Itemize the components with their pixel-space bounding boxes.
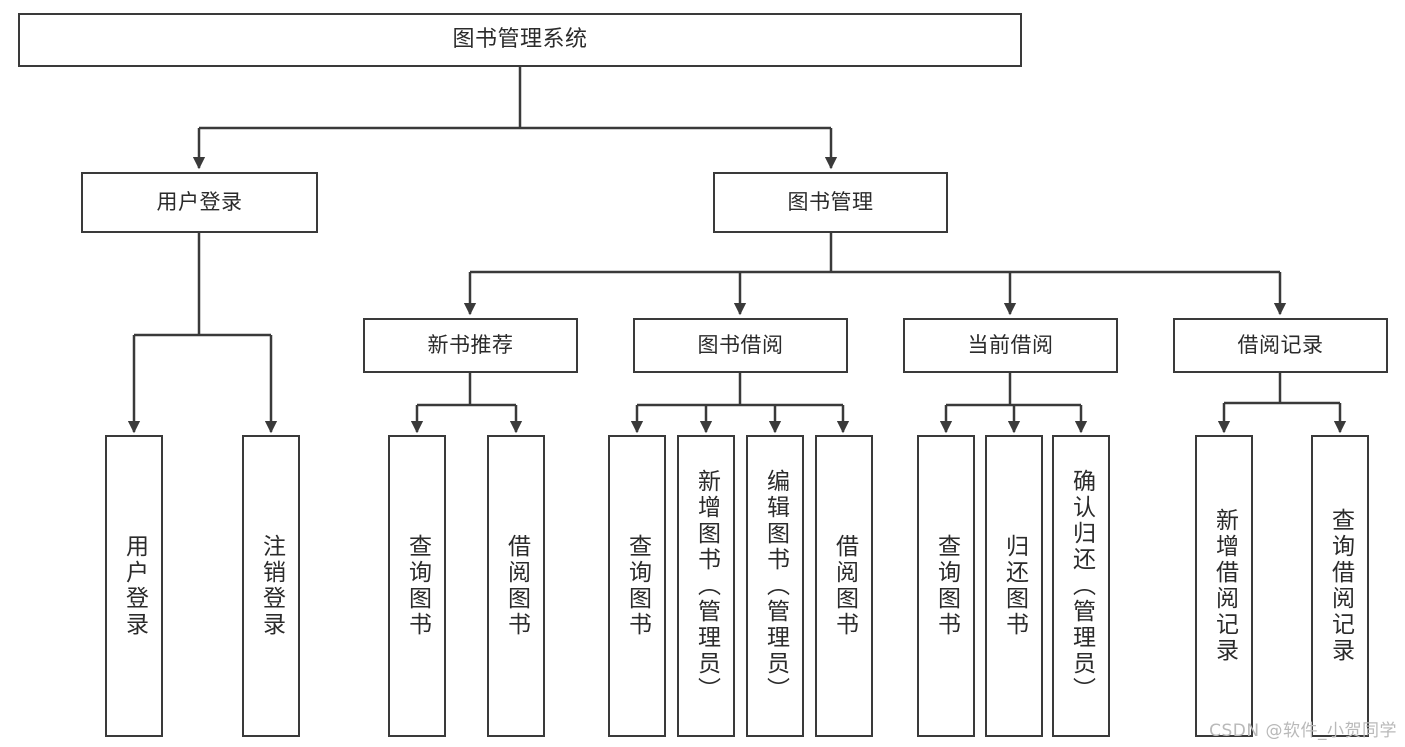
- node-borrow-record-label: 借阅记录: [1237, 333, 1324, 358]
- node-current-borrow[interactable]: 当前借阅: [903, 318, 1118, 373]
- node-user-login[interactable]: 用户登录: [81, 172, 318, 233]
- node-edit-book-label: 编辑图书（管理员）: [762, 469, 789, 703]
- node-logout[interactable]: 注销登录: [242, 435, 300, 737]
- node-add-borrow-record-label: 新增借阅记录: [1211, 508, 1238, 664]
- node-confirm-return-label: 确认归还（管理员）: [1068, 469, 1095, 703]
- node-query-book-1-label: 查询图书: [404, 534, 431, 638]
- node-add-book-label: 新增图书（管理员）: [693, 469, 720, 703]
- node-borrow-record[interactable]: 借阅记录: [1173, 318, 1388, 373]
- node-new-book-recommend-label: 新书推荐: [427, 333, 514, 358]
- node-query-book-3-label: 查询图书: [933, 534, 960, 638]
- node-new-book-recommend[interactable]: 新书推荐: [363, 318, 578, 373]
- node-book-borrow[interactable]: 图书借阅: [633, 318, 848, 373]
- node-edit-book[interactable]: 编辑图书（管理员）: [746, 435, 804, 737]
- node-current-borrow-label: 当前借阅: [967, 333, 1054, 358]
- node-query-borrow-record-label: 查询借阅记录: [1327, 508, 1354, 664]
- node-add-borrow-record[interactable]: 新增借阅记录: [1195, 435, 1253, 737]
- node-user-login-label: 用户登录: [156, 190, 243, 215]
- node-query-book-1[interactable]: 查询图书: [388, 435, 446, 737]
- node-borrow-book-2[interactable]: 借阅图书: [815, 435, 873, 737]
- node-query-book-2-label: 查询图书: [624, 534, 651, 638]
- node-do-user-login-label: 用户登录: [121, 534, 148, 638]
- node-book-manage-label: 图书管理: [787, 190, 874, 215]
- node-borrow-book-1-label: 借阅图书: [503, 534, 530, 638]
- node-query-book-2[interactable]: 查询图书: [608, 435, 666, 737]
- node-return-book-label: 归还图书: [1001, 534, 1028, 638]
- node-query-book-3[interactable]: 查询图书: [917, 435, 975, 737]
- node-borrow-book-2-label: 借阅图书: [831, 534, 858, 638]
- node-return-book[interactable]: 归还图书: [985, 435, 1043, 737]
- node-confirm-return[interactable]: 确认归还（管理员）: [1052, 435, 1110, 737]
- node-do-user-login[interactable]: 用户登录: [105, 435, 163, 737]
- node-root[interactable]: 图书管理系统: [18, 13, 1022, 67]
- node-book-manage[interactable]: 图书管理: [713, 172, 948, 233]
- node-root-label: 图书管理系统: [452, 27, 588, 53]
- watermark-text: CSDN @软件_小贺同学: [1209, 721, 1397, 741]
- node-borrow-book-1[interactable]: 借阅图书: [487, 435, 545, 737]
- node-logout-label: 注销登录: [258, 534, 285, 638]
- node-book-borrow-label: 图书借阅: [697, 333, 784, 358]
- node-query-borrow-record[interactable]: 查询借阅记录: [1311, 435, 1369, 737]
- node-add-book[interactable]: 新增图书（管理员）: [677, 435, 735, 737]
